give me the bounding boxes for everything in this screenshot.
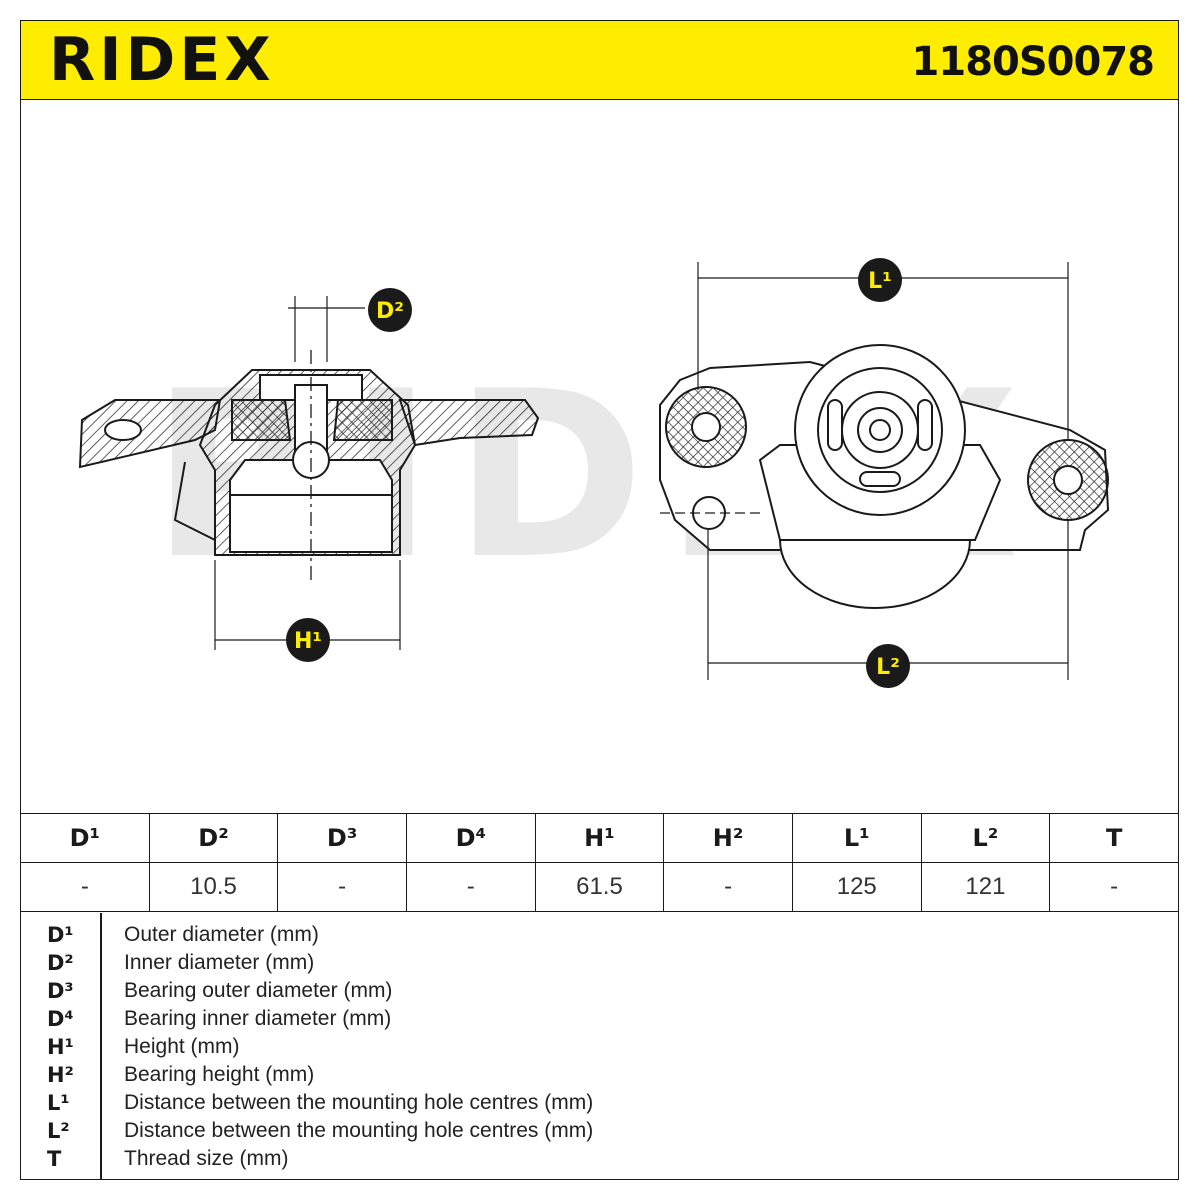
dim-l1-label: L¹ xyxy=(868,269,892,294)
legend-item: H² Bearing height (mm) xyxy=(20,1063,1179,1091)
header-h2: H² xyxy=(663,813,793,863)
header-bar: RIDEX 1180S0078 xyxy=(20,20,1179,100)
dim-l2-label: L² xyxy=(876,655,900,680)
value-d1: - xyxy=(20,862,150,912)
legend: D¹ Outer diameter (mm) D² Inner diameter… xyxy=(20,913,1179,1180)
legend-divider xyxy=(100,913,102,1180)
value-l2: 121 xyxy=(920,862,1051,912)
header-d3: D³ xyxy=(277,813,407,863)
dim-d2-marker: D² xyxy=(368,288,412,332)
legend-item: D³ Bearing outer diameter (mm) xyxy=(20,979,1179,1007)
legend-key: D¹ xyxy=(47,923,74,947)
brand-logo: RIDEX xyxy=(49,25,275,95)
dim-h1-label: H¹ xyxy=(294,629,322,654)
legend-desc: Thread size (mm) xyxy=(124,1147,289,1170)
legend-key: D³ xyxy=(47,979,74,1003)
top-view xyxy=(659,262,1110,680)
header-l1: L¹ xyxy=(791,813,922,863)
header-d1: D¹ xyxy=(20,813,150,863)
value-h2: - xyxy=(663,862,793,912)
header-h1: H¹ xyxy=(534,813,665,863)
legend-key: D⁴ xyxy=(47,1007,74,1031)
legend-item: L² Distance between the mounting hole ce… xyxy=(20,1119,1179,1147)
legend-item: D⁴ Bearing inner diameter (mm) xyxy=(20,1007,1179,1035)
header-d4: D⁴ xyxy=(405,813,536,863)
legend-key: T xyxy=(47,1147,62,1171)
legend-desc: Inner diameter (mm) xyxy=(124,951,315,974)
header-l2: L² xyxy=(920,813,1051,863)
dim-l2-marker: L² xyxy=(866,644,910,688)
legend-desc: Distance between the mounting hole centr… xyxy=(124,1091,594,1114)
specs-value-row: - 10.5 - - 61.5 - 125 121 - xyxy=(20,862,1179,912)
part-number: 1180S0078 xyxy=(911,39,1155,85)
legend-key: D² xyxy=(47,951,74,975)
specs-table: D¹ D² D³ D⁴ H¹ H² L¹ L² T - 10.5 - - 61.… xyxy=(20,813,1179,912)
legend-desc: Bearing outer diameter (mm) xyxy=(124,979,393,1002)
legend-item: D² Inner diameter (mm) xyxy=(20,951,1179,979)
legend-desc: Distance between the mounting hole centr… xyxy=(124,1119,594,1142)
legend-desc: Bearing height (mm) xyxy=(124,1063,315,1086)
value-t: - xyxy=(1049,862,1179,912)
value-d2: 10.5 xyxy=(148,862,279,912)
technical-drawing: RIDEX D² H¹ xyxy=(78,258,1110,688)
legend-item: T Thread size (mm) xyxy=(20,1147,1179,1175)
value-h1: 61.5 xyxy=(534,862,665,912)
legend-key: L² xyxy=(47,1119,70,1143)
legend-desc: Outer diameter (mm) xyxy=(124,923,319,946)
legend-item: D¹ Outer diameter (mm) xyxy=(20,923,1179,951)
dim-h1-marker: H¹ xyxy=(286,618,330,662)
value-d4: - xyxy=(405,862,536,912)
header-d2: D² xyxy=(148,813,279,863)
section-view xyxy=(78,296,540,650)
legend-item: H¹ Height (mm) xyxy=(20,1035,1179,1063)
legend-key: H² xyxy=(47,1063,74,1087)
dim-d2-label: D² xyxy=(376,299,404,324)
legend-key: L¹ xyxy=(47,1091,70,1115)
specs-header-row: D¹ D² D³ D⁴ H¹ H² L¹ L² T xyxy=(20,813,1179,863)
legend-item: L¹ Distance between the mounting hole ce… xyxy=(20,1091,1179,1119)
legend-desc: Height (mm) xyxy=(124,1035,240,1058)
value-d3: - xyxy=(277,862,407,912)
value-l1: 125 xyxy=(791,862,922,912)
legend-key: H¹ xyxy=(47,1035,74,1059)
header-t: T xyxy=(1049,813,1179,863)
legend-desc: Bearing inner diameter (mm) xyxy=(124,1007,392,1030)
dim-l1-marker: L¹ xyxy=(858,258,902,302)
